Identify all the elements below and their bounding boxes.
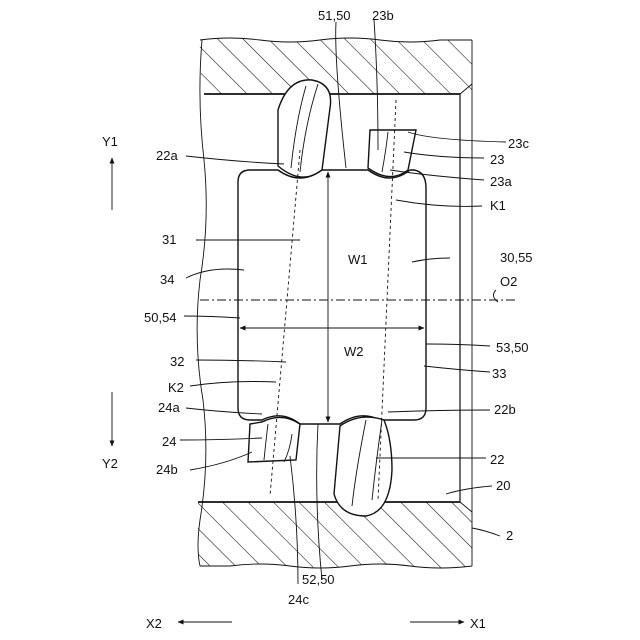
label-50-54: 50,54 — [144, 310, 177, 325]
label-24a: 24a — [158, 400, 180, 415]
label-y2: Y2 — [102, 456, 118, 471]
label-w2: W2 — [344, 344, 364, 359]
bottom-left-groove — [248, 417, 300, 462]
label-53-50: 53,50 — [496, 340, 529, 355]
label-23: 23 — [490, 152, 504, 167]
label-34: 34 — [160, 272, 174, 287]
label-24b: 24b — [156, 462, 178, 477]
top-groove — [278, 80, 331, 177]
label-24: 24 — [162, 434, 176, 449]
label-23a: 23a — [490, 174, 512, 189]
bottom-groove — [334, 417, 392, 516]
housing-right-edge — [460, 40, 472, 566]
label-o2: O2 — [500, 274, 517, 289]
label-32: 32 — [170, 354, 184, 369]
label-30-55: 30,55 — [500, 250, 533, 265]
label-2: 2 — [506, 528, 513, 543]
label-w1: W1 — [348, 252, 368, 267]
label-24c: 24c — [288, 592, 309, 607]
label-k2: K2 — [168, 380, 184, 395]
label-y1: Y1 — [102, 134, 118, 149]
label-22a: 22a — [156, 148, 178, 163]
label-23c: 23c — [508, 136, 529, 151]
break-line-left — [197, 40, 206, 566]
housing-bottom-hatched — [198, 502, 472, 568]
label-22: 22 — [490, 452, 504, 467]
label-20: 20 — [496, 478, 510, 493]
label-51-50: 51,50 — [318, 8, 351, 23]
label-k1: K1 — [490, 198, 506, 213]
top-right-groove — [368, 130, 416, 177]
label-31: 31 — [162, 232, 176, 247]
label-22b: 22b — [494, 402, 516, 417]
label-52-50: 52,50 — [302, 572, 335, 587]
label-33: 33 — [492, 366, 506, 381]
main-pocket — [238, 170, 426, 424]
label-x1: X1 — [470, 616, 486, 631]
label-x2: X2 — [146, 616, 162, 631]
label-23b: 23b — [372, 8, 394, 23]
